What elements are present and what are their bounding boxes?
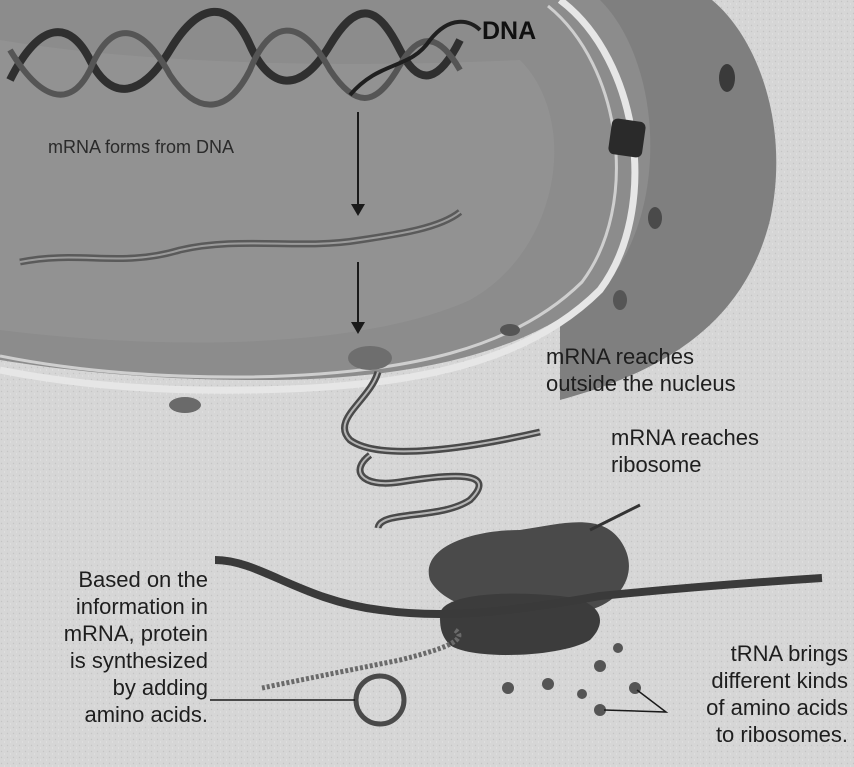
label-line: amino acids. bbox=[10, 701, 208, 728]
nuclear-pore bbox=[348, 346, 392, 370]
mrna-forms-label: mRNA forms from DNA bbox=[48, 134, 234, 161]
label-line: outside the nucleus bbox=[546, 370, 736, 397]
membrane-granule bbox=[648, 207, 662, 229]
label-line: mRNA reaches bbox=[611, 424, 759, 451]
label-line: different kinds bbox=[645, 667, 848, 694]
label-line: tRNA brings bbox=[645, 640, 848, 667]
label-line: Based on the bbox=[10, 566, 208, 593]
label-line: mRNA reaches bbox=[546, 343, 736, 370]
label-line: mRNA, protein bbox=[10, 620, 208, 647]
label-line: of amino acids bbox=[645, 694, 848, 721]
label-line: is synthesized bbox=[10, 647, 208, 674]
label-line: to ribosomes. bbox=[645, 721, 848, 748]
label-line: by adding bbox=[10, 674, 208, 701]
mrna-outside-nucleus-label: mRNA reaches outside the nucleus bbox=[546, 343, 736, 397]
nuclear-pore bbox=[608, 118, 647, 158]
amino-acid bbox=[542, 678, 554, 690]
membrane-granule bbox=[500, 324, 520, 336]
mrna-reaches-ribosome-label: mRNA reaches ribosome bbox=[611, 424, 759, 478]
membrane-granule bbox=[169, 397, 201, 413]
dna-label: DNA bbox=[482, 18, 536, 45]
amino-acid bbox=[502, 682, 514, 694]
trna-label: tRNA brings different kinds of amino aci… bbox=[645, 640, 848, 748]
amino-acid bbox=[577, 689, 587, 699]
amino-acid bbox=[594, 660, 606, 672]
membrane-granule bbox=[719, 64, 735, 92]
label-line: information in bbox=[10, 593, 208, 620]
label-line: ribosome bbox=[611, 451, 759, 478]
protein-synthesis-label: Based on the information in mRNA, protei… bbox=[10, 566, 208, 728]
membrane-granule bbox=[613, 290, 627, 310]
amino-acid bbox=[613, 643, 623, 653]
